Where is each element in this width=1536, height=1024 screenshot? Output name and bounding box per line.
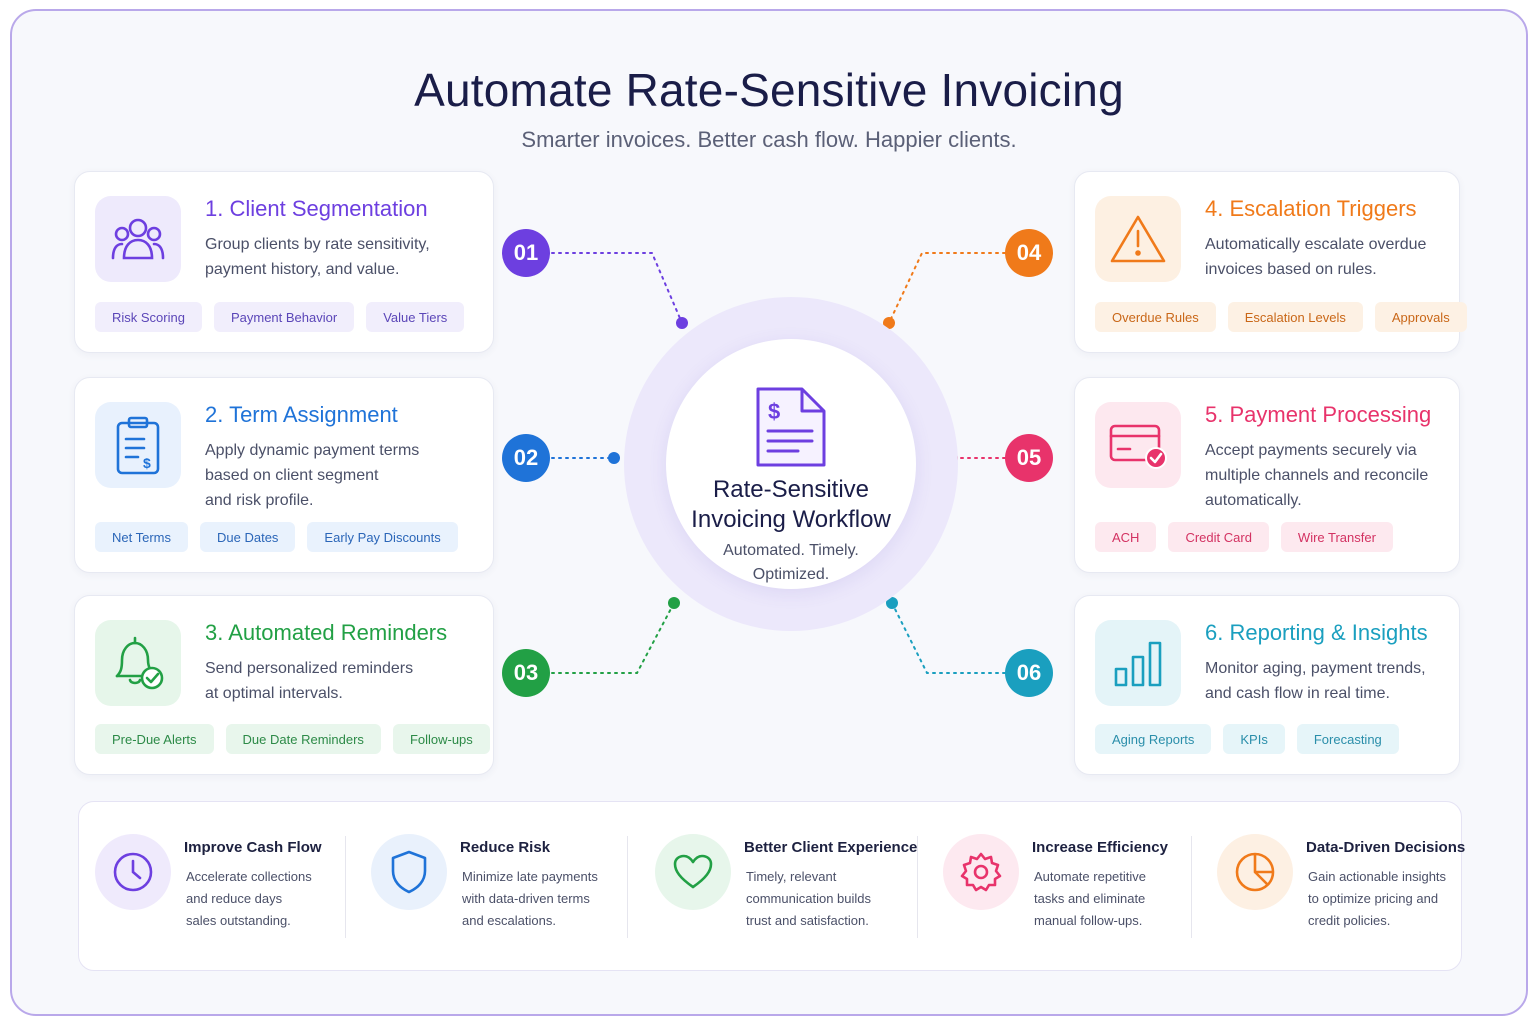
pie-chart-icon xyxy=(1217,834,1293,910)
tag-net-terms: Net Terms xyxy=(95,522,188,552)
step-tags: Net Terms Due Dates Early Pay Discounts xyxy=(95,522,475,552)
center-subtitle: Automated. Timely. Optimized. xyxy=(723,542,859,583)
benefit-title: Increase Efficiency xyxy=(1032,839,1168,856)
connector-01 xyxy=(551,252,683,324)
step-title: 6. Reporting & Insights xyxy=(1205,620,1428,645)
connector-06 xyxy=(891,602,1006,674)
step-card-client-segmentation: 1. Client Segmentation Group clients by … xyxy=(74,171,494,353)
divider xyxy=(345,836,346,938)
tag-pre-due-alerts: Pre-Due Alerts xyxy=(95,724,214,754)
step-title: 3. Automated Reminders xyxy=(205,620,448,645)
tag-early-pay-discounts: Early Pay Discounts xyxy=(307,522,458,552)
step-card-payment-processing: 5. Payment Processing Accept payments se… xyxy=(1074,377,1460,573)
step-card-reporting-insights: 6. Reporting & Insights Monitor aging, p… xyxy=(1074,595,1460,775)
tag-due-dates: Due Dates xyxy=(200,522,296,552)
heart-icon xyxy=(655,834,731,910)
gear-icon xyxy=(943,834,1019,910)
benefit-better-client-experience: Better Client Experience Timely, relevan… xyxy=(639,802,917,970)
step-description: Monitor aging, payment trends,and cash f… xyxy=(1205,660,1426,702)
step-tags: Risk Scoring Payment Behavior Value Tier… xyxy=(95,302,475,332)
step-badge-05: 05 xyxy=(1005,434,1053,482)
step-tags: ACH Credit Card Wire Transfer xyxy=(1095,522,1441,552)
step-badge-04: 04 xyxy=(1005,229,1053,277)
step-description: Group clients by rate sensitivity,paymen… xyxy=(205,236,430,278)
tag-credit-card: Credit Card xyxy=(1168,522,1269,552)
clipboard-dollar-icon: $ xyxy=(95,402,181,488)
center-title: Rate-Sensitive Invoicing Workflow xyxy=(691,476,891,533)
tag-overdue-rules: Overdue Rules xyxy=(1095,302,1216,332)
step-badge-06: 06 xyxy=(1005,649,1053,697)
tag-kpis: KPIs xyxy=(1223,724,1285,754)
connector-dot-01 xyxy=(676,317,688,329)
users-icon xyxy=(95,196,181,282)
step-title: 2. Term Assignment xyxy=(205,402,398,427)
tag-escalation-levels: Escalation Levels xyxy=(1227,302,1363,332)
infographic-frame: Automate Rate-Sensitive Invoicing Smarte… xyxy=(10,9,1528,1016)
benefit-title: Data-Driven Decisions xyxy=(1306,839,1466,856)
tag-aging-reports: Aging Reports xyxy=(1095,724,1212,754)
tag-due-date-reminders: Due Date Reminders xyxy=(225,724,381,754)
benefits-panel: Improve Cash Flow Accelerate collections… xyxy=(78,801,1465,971)
step-tags: Aging Reports KPIs Forecasting xyxy=(1095,724,1441,754)
tag-value-tiers: Value Tiers xyxy=(366,302,465,332)
step-title: 4. Escalation Triggers xyxy=(1205,196,1417,221)
page-subtitle: Smarter invoices. Better cash flow. Happ… xyxy=(521,127,1017,152)
svg-text:$: $ xyxy=(768,399,780,424)
step-card-term-assignment: $ 2. Term Assignment Apply dynamic payme… xyxy=(74,377,494,573)
tag-risk-scoring: Risk Scoring xyxy=(95,302,202,332)
tag-wire-transfer: Wire Transfer xyxy=(1280,522,1393,552)
invoice-document-icon: $ xyxy=(756,387,826,467)
benefit-title: Improve Cash Flow xyxy=(184,839,322,856)
step-badge-03: 03 xyxy=(502,649,550,697)
step-badge-01: 01 xyxy=(502,229,550,277)
shield-icon xyxy=(371,834,447,910)
connector-04 xyxy=(888,252,1006,324)
benefit-improve-cash-flow: Improve Cash Flow Accelerate collections… xyxy=(79,802,345,970)
divider xyxy=(627,836,628,938)
divider xyxy=(917,836,918,938)
bar-chart-icon xyxy=(1095,620,1181,706)
step-card-escalation-triggers: 4. Escalation Triggers Automatically esc… xyxy=(1074,171,1467,353)
step-title: 1. Client Segmentation xyxy=(205,196,428,221)
step-tags: Pre-Due Alerts Due Date Reminders Follow… xyxy=(95,724,490,754)
benefit-title: Better Client Experience xyxy=(744,839,918,856)
step-badge-02: 02 xyxy=(502,434,550,482)
svg-text:$: $ xyxy=(143,455,151,471)
clock-icon xyxy=(95,834,171,910)
connector-dot-03 xyxy=(668,597,680,609)
credit-card-check-icon xyxy=(1095,402,1181,488)
page-title: Automate Rate-Sensitive Invoicing xyxy=(414,64,1124,116)
benefit-title: Reduce Risk xyxy=(460,839,551,856)
tag-follow-ups: Follow-ups xyxy=(392,724,490,754)
tag-payment-behavior: Payment Behavior xyxy=(213,302,355,332)
tag-ach: ACH xyxy=(1095,522,1157,552)
connector-dot-02 xyxy=(608,452,620,464)
step-title: 5. Payment Processing xyxy=(1205,402,1432,427)
benefit-data-driven-decisions: Data-Driven Decisions Gain actionable in… xyxy=(1201,802,1465,970)
step-card-automated-reminders: 3. Automated Reminders Send personalized… xyxy=(74,595,494,775)
connector-dot-06 xyxy=(886,597,898,609)
tag-approvals: Approvals xyxy=(1374,302,1467,332)
divider xyxy=(1191,836,1192,938)
bell-check-icon xyxy=(95,620,181,706)
step-tags: Overdue Rules Escalation Levels Approval… xyxy=(1095,302,1467,332)
warning-icon xyxy=(1095,196,1181,282)
connector-03 xyxy=(551,602,675,674)
tag-forecasting: Forecasting xyxy=(1296,724,1399,754)
